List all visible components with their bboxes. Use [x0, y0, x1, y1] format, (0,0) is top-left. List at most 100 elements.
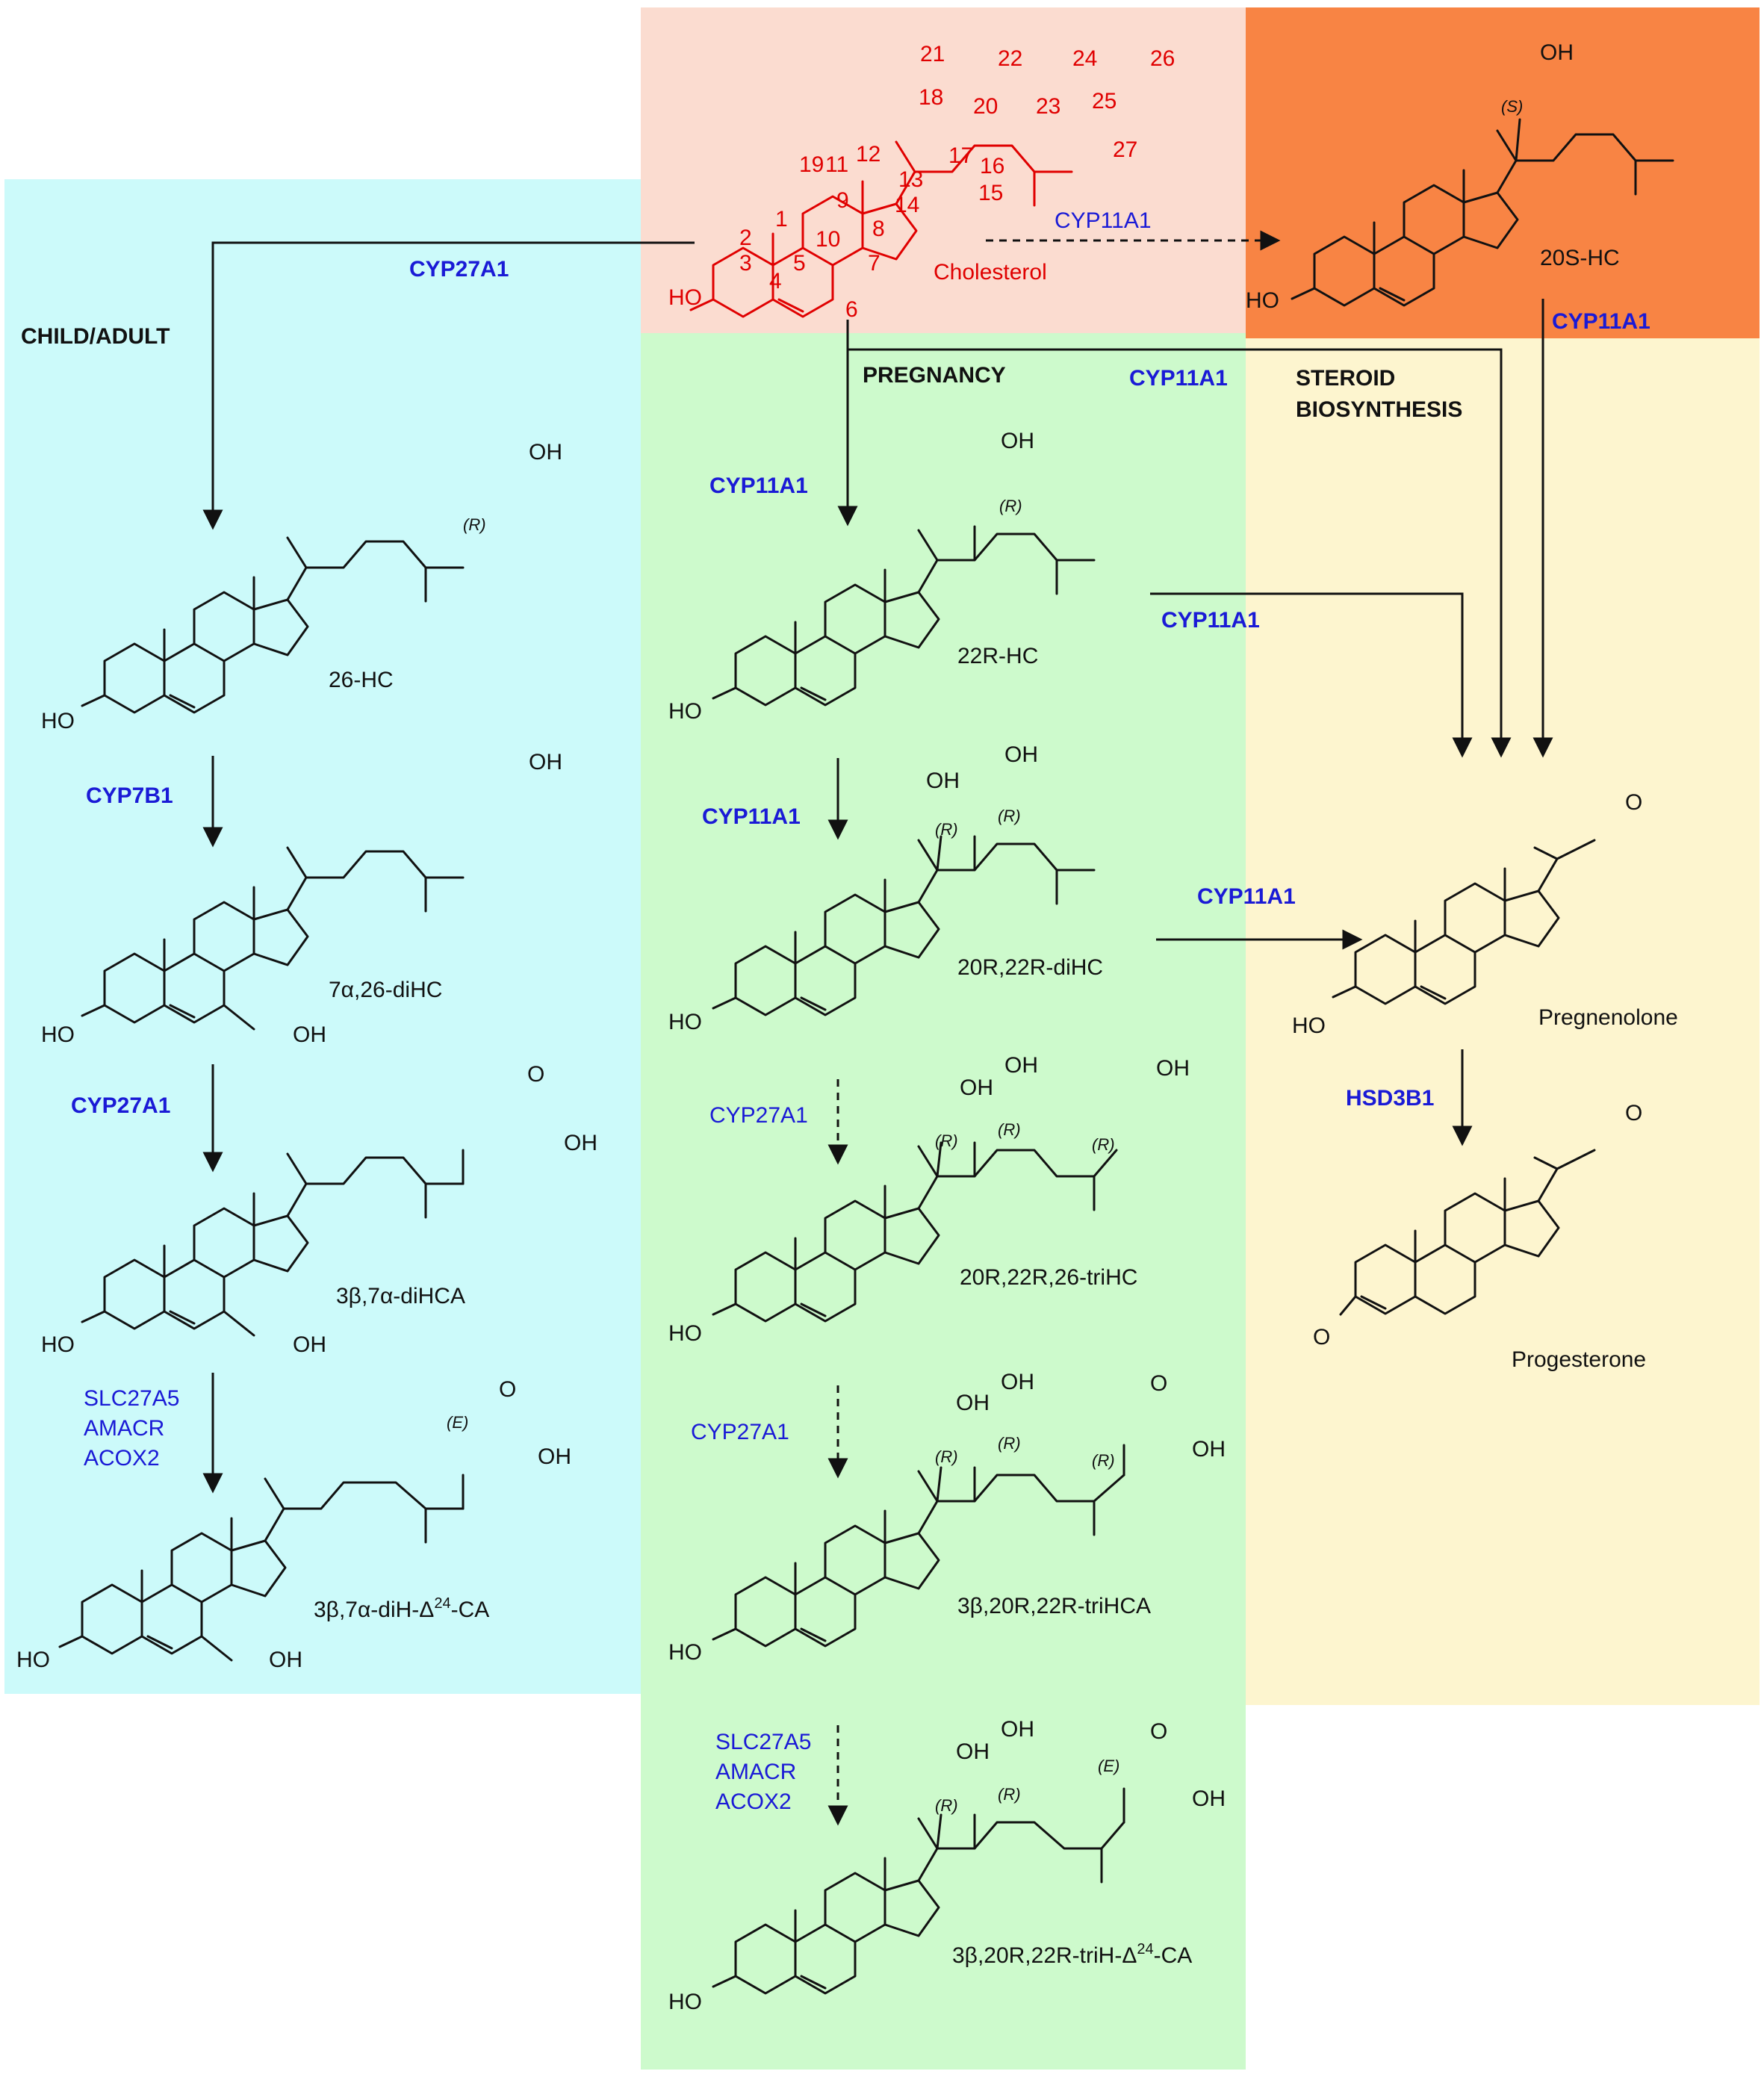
trihca-r-c: (R) — [1092, 1451, 1115, 1470]
hc20s-panel — [1246, 7, 1760, 338]
dih-ca-label: 3β,7α-diH-Δ24-CA — [314, 1595, 489, 1622]
progesterone-structure — [1339, 1149, 1596, 1316]
svg-text:5: 5 — [793, 251, 806, 276]
pregnenolone-ho: HO — [1292, 1013, 1326, 1038]
hc20s-structure — [1291, 118, 1674, 307]
arrow-chol-to-preg — [848, 348, 1512, 758]
hc26-r: (R) — [463, 515, 486, 534]
svg-text:12: 12 — [856, 142, 881, 167]
enzyme-cyp11a1-pregnancy-head: CYP11A1 — [1129, 366, 1228, 391]
dihc20-label: 20R,22R-diHC — [957, 955, 1103, 980]
svg-text:14: 14 — [895, 193, 919, 217]
dihca-structure — [81, 1149, 465, 1337]
svg-text:27: 27 — [1113, 137, 1137, 162]
trihc-label: 20R,22R,26-triHC — [960, 1265, 1137, 1290]
hc22r-oh: OH — [1001, 429, 1034, 453]
trihca-oh-b: OH — [1001, 1370, 1034, 1394]
svg-text:26: 26 — [1150, 46, 1175, 71]
trihca-r-b: (R) — [998, 1434, 1021, 1453]
trih-ca-label: 3β,20R,22R-triH-Δ24-CA — [952, 1941, 1192, 1968]
enzyme-left-multi-1: AMACR — [84, 1416, 164, 1441]
hc20s-oh: OH — [1540, 40, 1574, 65]
svg-text:7: 7 — [868, 251, 881, 276]
cholesterol-numbers: 1 2 3 4 5 6 7 8 9 10 11 12 13 14 15 16 1… — [739, 42, 1175, 322]
hc20s-label: 20S-HC — [1540, 246, 1620, 270]
trihca-o: O — [1150, 1371, 1167, 1396]
enzyme-cyp11a1-dashed: CYP11A1 — [1055, 208, 1152, 233]
svg-text:4: 4 — [769, 269, 782, 294]
hc26-structure — [81, 536, 465, 714]
hc20s-s: (S) — [1501, 97, 1523, 116]
trih-ca-structure — [712, 1787, 1125, 1995]
dihc-20r22r-structure — [712, 835, 1096, 1016]
trihca-oh-a: OH — [956, 1391, 990, 1415]
enzyme-left-multi-2: ACOX2 — [84, 1446, 160, 1471]
dihca-oh-7: OH — [293, 1332, 326, 1357]
hc22r-label: 22R-HC — [957, 644, 1038, 668]
svg-text:20: 20 — [973, 94, 998, 119]
dihc-oh-top: OH — [529, 750, 562, 774]
enzyme-cyp11a1-dihc-to-preg: CYP11A1 — [1197, 884, 1296, 909]
enzyme-cyp11a1-22r-to-preg: CYP11A1 — [1161, 608, 1260, 633]
trih-ca-r-a: (R) — [935, 1796, 958, 1815]
trihca-label: 3β,20R,22R-triHCA — [957, 1594, 1151, 1618]
dihca-label: 3β,7α-diHCA — [336, 1284, 465, 1308]
dih-ca-oh-7: OH — [269, 1648, 302, 1672]
enzyme-hsd3b1: HSD3B1 — [1346, 1086, 1434, 1111]
svg-text:16: 16 — [980, 154, 1004, 178]
dihc20-oh-a: OH — [926, 769, 960, 793]
svg-text:8: 8 — [872, 217, 885, 241]
svg-text:3: 3 — [739, 251, 752, 276]
enzyme-center-multi-0: SLC27A5 — [715, 1730, 811, 1754]
hc22r-r: (R) — [999, 497, 1022, 515]
pregnenolone-o: O — [1625, 790, 1642, 815]
enzyme-cyp27a1-to-trihc: CYP27A1 — [709, 1103, 808, 1128]
enzyme-center-multi-1: AMACR — [715, 1760, 796, 1784]
cholesterol-ho: HO — [668, 285, 702, 310]
hc26-oh: OH — [529, 440, 562, 465]
svg-text:25: 25 — [1092, 89, 1117, 114]
pregnenolone-label: Pregnenolone — [1538, 1005, 1678, 1030]
dihca-oh-acid: OH — [564, 1131, 597, 1155]
progesterone-o-3: O — [1313, 1325, 1330, 1350]
svg-text:2: 2 — [739, 226, 752, 250]
svg-text:23: 23 — [1036, 94, 1060, 119]
steroid-biosynthesis-panel — [1246, 338, 1760, 1705]
arrow-22rhc-to-preg — [1150, 592, 1473, 758]
enzyme-cyp27a1-to-trihca: CYP27A1 — [691, 1420, 789, 1444]
dih-ca-e: (E) — [447, 1413, 468, 1432]
section-steroid-line2: BIOSYNTHESIS — [1296, 397, 1462, 422]
dihc-oh-7: OH — [293, 1022, 326, 1047]
trihc-oh-c: OH — [1156, 1056, 1190, 1081]
progesterone-label: Progesterone — [1512, 1347, 1646, 1372]
svg-text:18: 18 — [919, 85, 943, 110]
child-adult-panel — [4, 179, 641, 1694]
svg-text:11: 11 — [825, 152, 848, 177]
svg-text:15: 15 — [978, 181, 1003, 205]
svg-text:10: 10 — [816, 227, 840, 252]
dih-ca-ho: HO — [16, 1648, 50, 1672]
trihc-r-c: (R) — [1092, 1135, 1115, 1154]
trihca-structure — [712, 1444, 1125, 1648]
progesterone-o-top: O — [1625, 1101, 1642, 1126]
dihca-ho: HO — [41, 1332, 75, 1357]
trihc-structure — [712, 1141, 1118, 1323]
hc22r-structure — [712, 525, 1096, 707]
dihc20-oh-b: OH — [1004, 742, 1038, 767]
dihca-o: O — [527, 1062, 544, 1087]
svg-text:1: 1 — [775, 207, 788, 232]
hc20s-ho: HO — [1246, 288, 1279, 313]
dihc20-ho: HO — [668, 1010, 702, 1034]
trihca-ho: HO — [668, 1640, 702, 1665]
dih-ca-structure — [58, 1474, 465, 1662]
dih-ca-o: O — [499, 1377, 516, 1402]
hc26-label: 26-HC — [329, 668, 394, 692]
trihc-ho: HO — [668, 1321, 702, 1346]
trih-ca-o: O — [1150, 1719, 1167, 1744]
dih-ca-oh-acid: OH — [538, 1444, 571, 1469]
svg-text:9: 9 — [836, 188, 849, 213]
section-pregnancy: PREGNANCY — [863, 363, 1006, 388]
section-child-adult: CHILD/ADULT — [21, 324, 170, 349]
enzyme-cyp27a1-top: CYP27A1 — [409, 257, 509, 282]
